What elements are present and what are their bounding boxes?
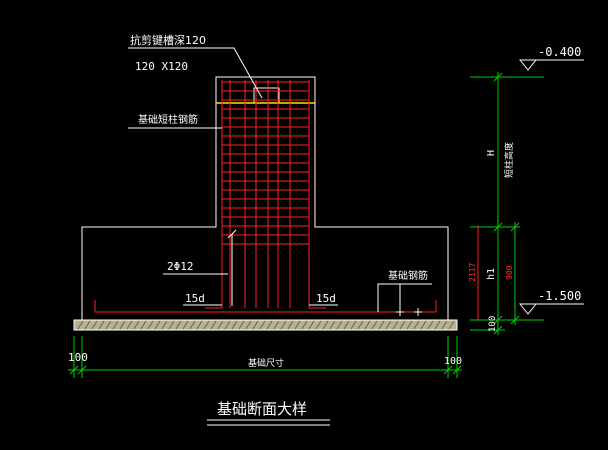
hatch-stroke [336,320,343,330]
hatch-stroke [245,320,252,330]
hatch-stroke [231,320,238,330]
base-rebar-mat [94,300,437,313]
dim-100-side-label: 100 [488,316,498,332]
stirrup-count-label: 2Φ12 [167,260,194,273]
rebar-markers [396,308,422,316]
hatch-stroke [448,320,455,330]
elev-top-symbol [518,59,584,71]
dim-2117-label: 2117 [468,263,477,282]
hatch-stroke [343,320,350,330]
hatch-stroke [238,320,245,330]
hatch-stroke [315,320,322,330]
base-rebar-label: 基础钢筋 [388,269,428,282]
hatch-stroke [357,320,364,330]
vertical-dimensions [470,72,544,335]
hatch-stroke [182,320,189,330]
hatch-stroke [427,320,434,330]
hatch-stroke [175,320,182,330]
hatch-stroke [350,320,357,330]
stirrup-lines [222,81,309,245]
elevation-marks [518,59,584,315]
hatch-stroke [378,320,385,330]
hatch-stroke [434,320,441,330]
hatch-stroke [98,320,105,330]
hatch-stroke [196,320,203,330]
horizontal-dimension [68,336,462,378]
dim-100-left-label: 100 [68,351,88,364]
hatch-stroke [252,320,259,330]
drawing-title: 基础断面大样 [217,400,307,418]
hatch-stroke [420,320,427,330]
hatch-stroke [126,320,133,330]
hatch-stroke [133,320,140,330]
hatch-stroke [154,320,161,330]
hatch-stroke [392,320,399,330]
concrete-outline [81,76,449,321]
elev-bottom-symbol [518,303,584,315]
hatch-stroke [322,320,329,330]
blinding-layer [73,319,458,331]
foundation-outline [81,76,449,321]
hatch-stroke [217,320,224,330]
hatch-stroke [147,320,154,330]
hatch-stroke [287,320,294,330]
hatch-stroke [189,320,196,330]
hatch-stroke [385,320,392,330]
hatch-stroke [364,320,371,330]
groove-size-label: 120 X120 [135,60,188,73]
hatch-stroke [308,320,315,330]
hatch-stroke [406,320,413,330]
dim-900-label: 900 [505,265,514,280]
hatch-stroke [399,320,406,330]
column-rebar-cage [94,80,437,313]
hatch-stroke [294,320,301,330]
hatch-stroke [210,320,217,330]
hatch-stroke [203,320,210,330]
hatch-stroke [119,320,126,330]
hook-left-label: 15d [185,292,205,305]
elev-bottom-label: -1.500 [538,289,581,303]
hatch-stroke [105,320,112,330]
leaders [128,47,432,312]
hatch-stroke [84,320,91,330]
dim-h1-label: h1 [486,268,497,280]
dim-width-label: 基础尺寸 [248,357,284,369]
elev-top-label: -0.400 [538,45,581,59]
hatch-stroke [224,320,231,330]
hatch-stroke [77,320,84,330]
hatch-stroke [413,320,420,330]
hatch-stroke [91,320,98,330]
hatch-stroke [280,320,287,330]
title-underline [207,419,330,426]
hook-right-label: 15d [316,292,336,305]
groove-leader [128,47,263,99]
hatch-stroke [140,320,147,330]
dim-h-label: H [486,150,497,156]
base-rebar-leader [377,283,432,312]
hatch-stroke [112,320,119,330]
groove-spec-label: 抗剪键槽深120 [130,33,206,47]
groove-notch [253,87,280,103]
dim-h-note: 短柱高度 [503,142,515,178]
vertical-bars [221,80,310,308]
hatch-stroke [301,320,308,330]
hatch-stroke [259,320,266,330]
hatch-stroke [168,320,175,330]
column-rebar-label: 基础短柱钢筋 [138,113,198,126]
dim-100-right-label: 100 [444,356,462,367]
hatch-stroke [371,320,378,330]
hatch-stroke [329,320,336,330]
hatch-stroke [161,320,168,330]
hatch-stroke [441,320,448,330]
hatch-stroke [273,320,280,330]
hatch-stroke [266,320,273,330]
